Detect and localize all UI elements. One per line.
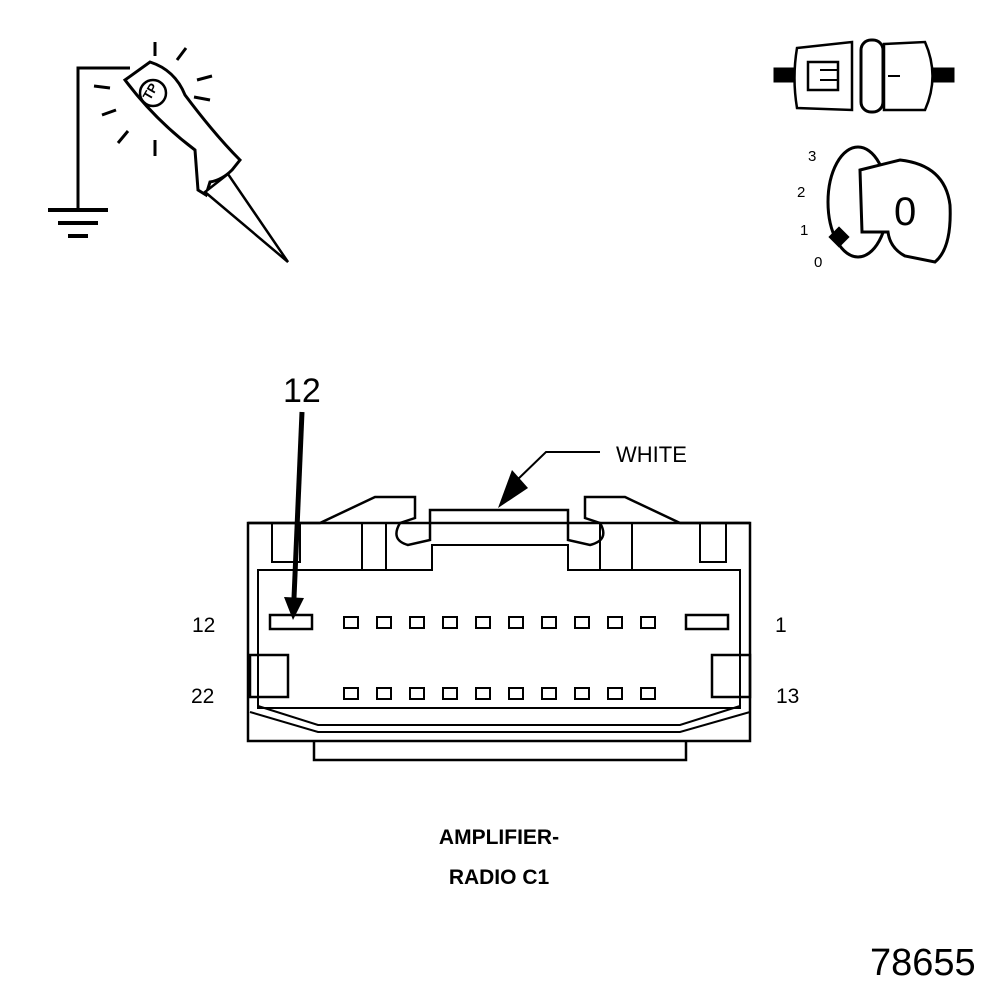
ignition-position-0: 0 [814, 254, 823, 271]
connector-name-line1: AMPLIFIER- [438, 826, 560, 849]
disconnect-connector-icon [773, 38, 955, 114]
pin-label-1: 1 [775, 614, 787, 637]
ignition-key-label: 0 [894, 190, 917, 234]
pin-label-12: 12 [192, 614, 216, 637]
cavity-1 [684, 613, 730, 631]
connector-name-line2: RADIO C1 [448, 866, 550, 889]
ground-probe-icon [48, 42, 290, 263]
pin-label-22: 22 [191, 685, 215, 708]
figure-number: 78655 [870, 942, 976, 984]
cavity-12 [268, 613, 314, 631]
ignition-position-2: 2 [797, 184, 806, 201]
connector-face [246, 495, 752, 762]
callout-pin-number: 12 [283, 372, 321, 410]
color-leader-line [498, 451, 600, 508]
pin-callout-arrow [284, 411, 305, 620]
wire-color-label: WHITE [616, 442, 687, 467]
ignition-switch-icon [826, 145, 952, 264]
pin-label-13: 13 [776, 685, 800, 708]
ignition-position-3: 3 [808, 148, 817, 165]
ignition-position-1: 1 [800, 222, 809, 239]
